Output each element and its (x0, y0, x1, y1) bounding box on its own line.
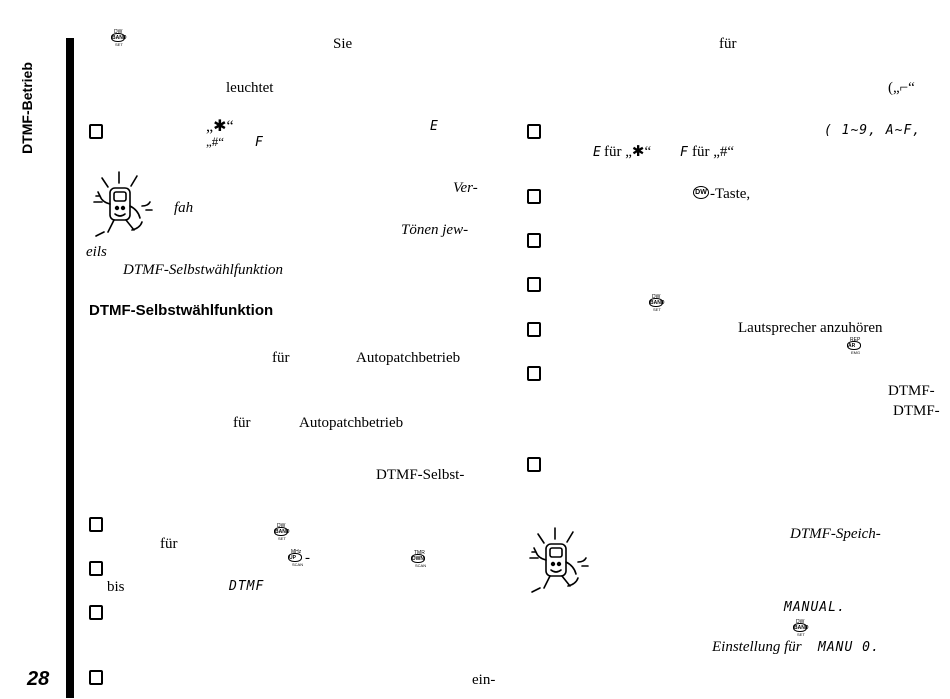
lcd-text: F (680, 145, 689, 160)
checkbox-icon (527, 233, 541, 248)
text-line: -Taste, (710, 186, 751, 202)
text-line: DTMF-Speich- (790, 526, 881, 542)
text-line: für (233, 415, 251, 431)
checkbox-icon (527, 366, 541, 381)
section-label: DTMF-Betrieb (19, 62, 35, 154)
text-line: für „✱“ (604, 144, 652, 160)
checkbox-icon (527, 277, 541, 292)
lcd-text: DTMF (229, 579, 265, 594)
lcd-text: E (593, 145, 602, 160)
lcd-text: MANU 0. (818, 640, 880, 655)
text-line: für (272, 350, 290, 366)
lcd-text: F (255, 135, 264, 150)
text-line: fah (174, 200, 194, 216)
checkbox-icon (89, 561, 103, 576)
checkbox-icon (89, 605, 103, 620)
text-line: für (719, 36, 737, 52)
text-line: Sie (333, 36, 353, 52)
text-line: bis (107, 579, 125, 595)
text-line: Autopatchbetrieb (299, 415, 404, 431)
text-line: Einstellung für (712, 639, 802, 655)
text-line: Tönen jew- (401, 222, 469, 238)
text-line: DTMF-Selbst- (376, 467, 465, 483)
checkbox-icon (89, 124, 103, 139)
checkbox-icon (527, 189, 541, 204)
checkbox-icon (527, 124, 541, 139)
dw-key-icon: DW (693, 186, 709, 199)
checkbox-icon (89, 670, 103, 685)
text-line: „✱“ (206, 118, 234, 135)
text-line: ein- (472, 672, 496, 688)
text-line: Lautsprecher anzuhören (738, 320, 883, 336)
lcd-text: E (430, 119, 439, 134)
checkbox-icon (89, 517, 103, 532)
page-number: 28 (27, 668, 50, 690)
text-line: („⌐“ (888, 80, 915, 96)
text-line: DTMF- (893, 403, 940, 419)
text-line: Ver- (453, 180, 478, 196)
lcd-text: ( 1~9, A~F, (824, 123, 922, 138)
text-line: Autopatchbetrieb (356, 350, 461, 366)
lcd-text: MANUAL. (784, 600, 846, 615)
section-bar (66, 38, 74, 698)
checkbox-icon (527, 322, 541, 337)
checkbox-icon (527, 457, 541, 472)
text-line: für „#“ (692, 144, 735, 160)
text-line: DTMF- (888, 383, 935, 399)
mascot-icon (529, 527, 589, 593)
text-line: für (160, 536, 178, 552)
mascot-icon (93, 171, 153, 237)
text-line: „#“ (206, 134, 225, 149)
text-line: DTMF-Selbstwählfunktion (123, 262, 283, 278)
text-line: - (305, 550, 310, 566)
text-line: eils (86, 244, 107, 260)
section-heading: DTMF-Selbstwählfunktion (89, 302, 274, 319)
text-line: leuchtet (226, 80, 274, 96)
